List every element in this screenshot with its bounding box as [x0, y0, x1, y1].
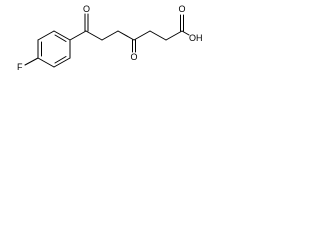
- chain-bond: [149, 30, 167, 41]
- chain-bond: [101, 30, 119, 41]
- hydroxyl-label: OH: [189, 33, 203, 43]
- aryl-carbonyl-bond: [69, 30, 87, 41]
- chain-bond: [165, 30, 183, 41]
- chain-bond: [117, 30, 135, 41]
- carbonyl-oxygen-label: O: [179, 4, 186, 14]
- c-f-bond: [24, 57, 39, 66]
- benzene-ring: [37, 30, 71, 68]
- ketone-2: [132, 39, 136, 53]
- ring-bond: [53, 30, 71, 41]
- ring-bond: [53, 57, 71, 68]
- ketone-oxygen-label: O: [131, 52, 138, 62]
- carboxyl-group: [180, 14, 190, 36]
- ketone-oxygen-label: O: [83, 4, 90, 14]
- ring-double-bond: [54, 34, 67, 42]
- fluorine-label: F: [17, 62, 23, 72]
- ring-bond: [37, 57, 55, 68]
- ring-bond: [37, 30, 55, 41]
- chain-bond: [85, 30, 103, 41]
- ring-double-bond: [54, 56, 67, 64]
- ketone-1: [84, 13, 89, 32]
- chain-bond: [133, 30, 151, 41]
- chemical-structure: F O O O OH: [17, 4, 203, 72]
- c-oh-bond: [181, 30, 190, 36]
